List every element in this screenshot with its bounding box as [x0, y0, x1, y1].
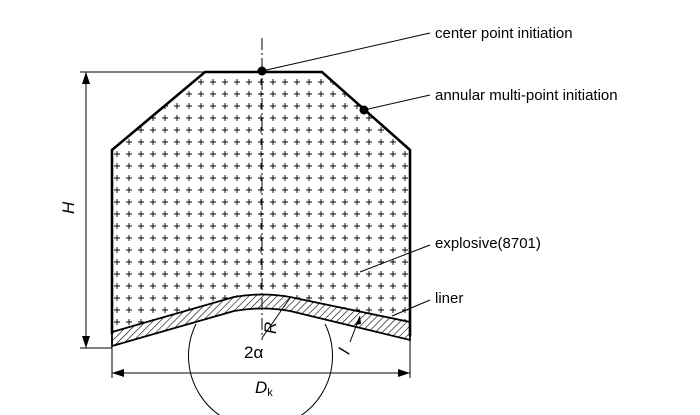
leader-center-point [261, 32, 431, 72]
angle-label: 2α [244, 343, 263, 362]
leader-annular [363, 94, 431, 111]
label-center-point: center point initiation [435, 25, 573, 42]
h-arrow-bottom [82, 336, 90, 348]
thickness-label: l [335, 345, 355, 356]
dk-label: Dk [255, 378, 273, 399]
radius-line [261, 297, 291, 339]
h-label: H [59, 201, 78, 214]
label-liner: liner [435, 290, 463, 307]
label-annular: annular multi-point initiation [435, 87, 618, 104]
thickness-arrow [355, 316, 361, 325]
radius-label: R [261, 322, 280, 334]
explosive-fill [112, 72, 410, 332]
h-arrow-top [82, 72, 90, 84]
leader-explosive [359, 244, 431, 273]
leader-liner [391, 299, 431, 317]
dk-arrow-right [398, 369, 410, 377]
dk-arrow-left [112, 369, 124, 377]
label-explosive: explosive(8701) [435, 235, 541, 252]
angle-arc [188, 323, 333, 415]
